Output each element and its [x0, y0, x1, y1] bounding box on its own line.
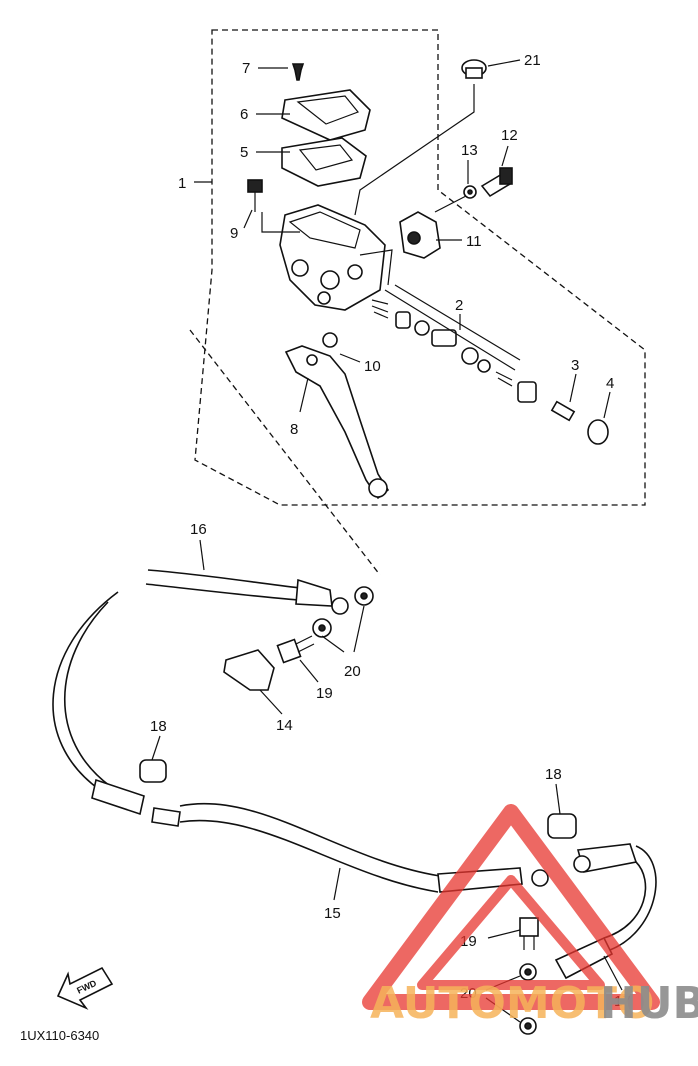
callout-7: 7 — [242, 60, 250, 77]
diaphragm — [281, 137, 367, 187]
brake-lever — [284, 345, 390, 500]
callout-14: 14 — [276, 717, 293, 734]
upper-union-bolt — [276, 635, 315, 664]
hose-grommet-upper — [139, 759, 167, 783]
forward-arrow-icon: FWD — [56, 966, 114, 1010]
callout-15: 15 — [324, 905, 341, 922]
clamp-washer — [463, 185, 477, 199]
callout-8: 8 — [290, 421, 298, 438]
callout-18-upper: 18 — [150, 718, 167, 735]
lower-brake-hose — [52, 591, 549, 893]
piston-kit — [371, 284, 537, 403]
cap-screw — [291, 63, 305, 81]
body-bolt — [247, 179, 263, 212]
callout-18-lower: 18 — [545, 766, 562, 783]
upper-brake-hose — [145, 569, 349, 615]
callout-1: 1 — [178, 175, 186, 192]
callout-21: 21 — [524, 52, 541, 69]
union-cover — [223, 649, 275, 691]
callout-13: 13 — [461, 142, 478, 159]
lower-union-washers — [519, 963, 537, 1035]
lever-nut — [322, 332, 338, 348]
brake-switch — [550, 400, 576, 422]
rubber-cap — [461, 59, 487, 79]
part-code: 1UX110-6340 — [20, 1028, 99, 1043]
callout-19-upper: 19 — [316, 685, 333, 702]
caliper-hose — [554, 843, 657, 980]
callout-10: 10 — [364, 358, 381, 375]
clamp-bolt — [480, 167, 513, 198]
callout-20-upper: 20 — [344, 663, 361, 680]
callout-labels: 1 2 3 4 5 6 7 8 9 10 11 12 13 14 15 16 1… — [150, 52, 631, 1010]
callout-9: 9 — [230, 225, 238, 242]
callout-6: 6 — [240, 106, 248, 123]
callout-12: 12 — [501, 127, 518, 144]
reservoir-cap — [281, 89, 371, 141]
assembly-boundary — [189, 29, 646, 576]
callout-11: 11 — [466, 233, 482, 250]
watermark-text-hub: HUB — [600, 978, 698, 1029]
lower-union-bolt — [519, 917, 539, 950]
master-cylinder-body — [279, 204, 393, 311]
watermark-text-automoto: AUTOMOTO — [370, 978, 654, 1029]
callout-2: 2 — [455, 297, 463, 314]
upper-union-washers — [312, 586, 374, 638]
handlebar-clamp — [399, 211, 441, 259]
hose-grommet-lower — [547, 813, 577, 839]
watermark-text: AUTOMOTO HUB — [370, 978, 698, 1029]
watermark-logo-icon — [362, 804, 660, 1010]
callout-5: 5 — [240, 144, 248, 161]
callout-16: 16 — [190, 521, 207, 538]
leader-lines — [151, 59, 623, 1023]
callout-4: 4 — [606, 375, 614, 392]
callout-3: 3 — [571, 357, 579, 374]
switch-boot — [587, 419, 609, 445]
